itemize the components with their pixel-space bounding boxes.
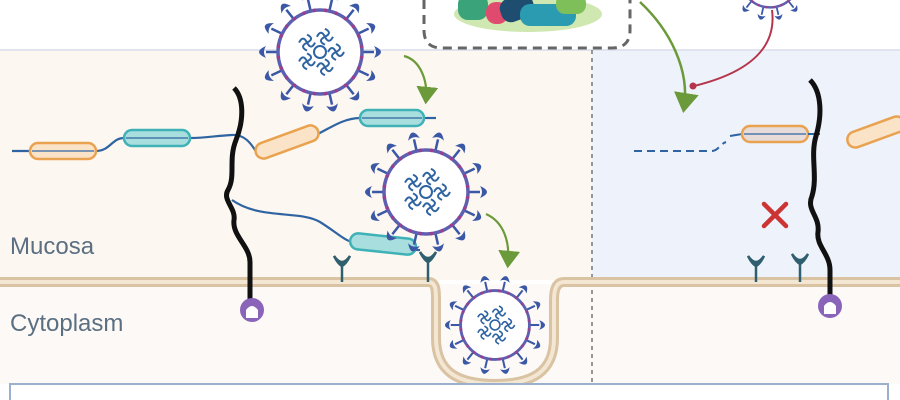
bacteria-cluster-icon	[422, 0, 632, 50]
tethered-mucin-left	[224, 86, 253, 300]
cleaved-mucin	[634, 141, 727, 152]
receptor-icon	[332, 255, 352, 282]
receptor-icon	[790, 253, 810, 282]
caption-panel	[9, 383, 889, 400]
arrow-bacteria-to-mucus	[639, 1, 699, 113]
x-mark-icon	[761, 201, 789, 229]
inhibition-end	[689, 82, 697, 90]
coronavirus-icon	[444, 276, 546, 374]
coronavirus-icon	[742, 0, 798, 20]
orange-domain	[254, 124, 320, 160]
tethered-mucin-right	[808, 78, 833, 296]
receptor-icon	[746, 255, 766, 282]
mucosa-region-right	[592, 50, 900, 280]
membrane-anchor-icon	[818, 294, 842, 318]
membrane-anchor-icon	[240, 298, 264, 322]
coronavirus-icon	[365, 132, 487, 252]
cytoplasm-label: Cytoplasm	[10, 310, 123, 337]
arrow-virus-to-membrane	[485, 212, 521, 269]
orange-domain	[846, 115, 900, 149]
arrow-virus-to-mucin	[403, 54, 439, 105]
mucosa-label: Mucosa	[10, 233, 95, 260]
inhibition-line	[693, 9, 774, 87]
mucin-strand-right	[729, 133, 743, 137]
receptor-icon	[418, 251, 438, 282]
coronavirus-icon	[259, 0, 381, 112]
